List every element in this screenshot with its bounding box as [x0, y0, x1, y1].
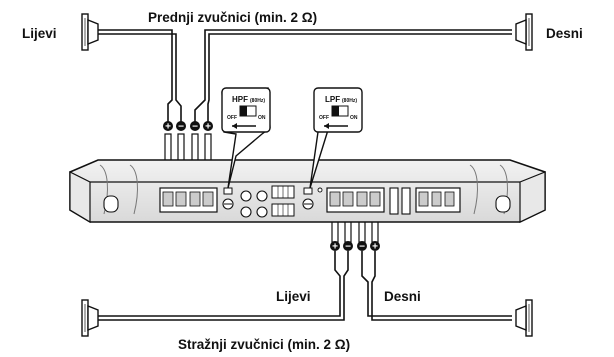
rear-left-label: Lijevi [276, 289, 311, 304]
hpf-callout: HPF (80Hz) OFF ON [221, 87, 271, 189]
hpf-switch-knob [240, 106, 247, 116]
lpf-on: ON [350, 115, 358, 121]
lpf-name: LPF [325, 95, 340, 104]
rear-right-label: Desni [384, 289, 421, 304]
minus-icon: − [345, 242, 351, 253]
rear-terminal-block [326, 187, 385, 213]
lpf-callout: LPF (80Hz) OFF ON [309, 87, 363, 189]
front-right-label: Desni [546, 26, 583, 41]
minus-icon: − [178, 122, 184, 133]
left-arrow-icon [232, 123, 237, 129]
rear-speakers-title: Stražnji zvučnici (min. 2 Ω) [178, 337, 350, 352]
minus-icon: − [359, 242, 365, 253]
speaker-front-right [515, 13, 533, 51]
amplifier [69, 159, 546, 224]
minus-icon: − [192, 122, 198, 133]
front-terminal-block [159, 187, 218, 213]
lpf-switch-knob [332, 106, 339, 116]
hpf-off: OFF [227, 115, 237, 121]
front-polarity-markers: + − − + [163, 121, 213, 133]
speaker-rear-right [515, 299, 533, 337]
hpf-on: ON [258, 115, 266, 121]
rear-polarity-markers: + − − + [330, 241, 380, 253]
plus-icon: + [332, 242, 338, 253]
input-controls [222, 185, 323, 218]
power-block [389, 187, 461, 215]
lpf-freq: (80Hz) [342, 98, 357, 104]
hpf-freq: (80Hz) [250, 98, 265, 104]
speaker-rear-left [81, 299, 99, 337]
front-speakers-title: Prednji zvučnici (min. 2 Ω) [148, 10, 317, 25]
speaker-front-left [81, 13, 99, 51]
left-arrow-icon [324, 123, 329, 129]
plus-icon: + [205, 122, 211, 133]
front-left-label: Lijevi [22, 26, 57, 41]
hpf-name: HPF [232, 95, 248, 104]
lpf-off: OFF [319, 115, 329, 121]
plus-icon: + [372, 242, 378, 253]
plus-icon: + [165, 122, 171, 133]
